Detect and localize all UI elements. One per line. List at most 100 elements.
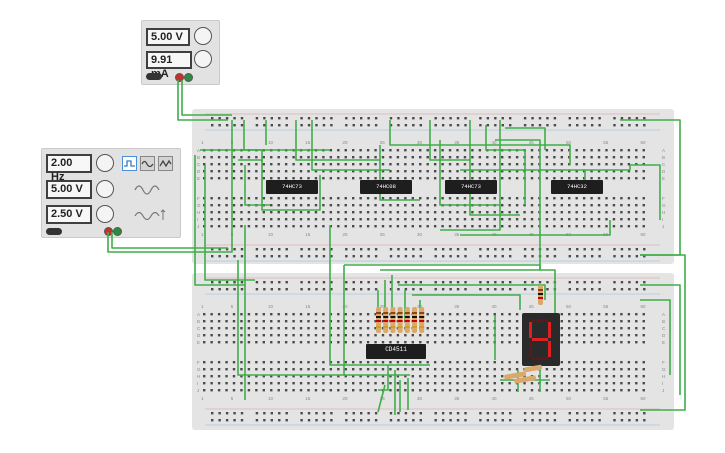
column-number: 20 (342, 140, 348, 145)
wire (389, 120, 571, 165)
row-letter: I (662, 217, 664, 222)
row-letter: B (197, 319, 201, 324)
frequency-readout[interactable]: 2.00 Hz (46, 154, 92, 183)
chip-label: 74HC73 (461, 183, 481, 190)
column-number: 40 (491, 396, 497, 401)
generator-power-switch[interactable] (46, 228, 62, 235)
row-letter: J (662, 224, 665, 229)
function-generator: 2.00 Hz 5.00 V 2.50 V (41, 148, 181, 238)
column-number: 20 (342, 232, 348, 237)
amplitude-readout[interactable]: 5.00 V (46, 180, 92, 199)
row-letter: F (662, 360, 665, 365)
voltage-knob[interactable] (194, 27, 212, 45)
current-readout[interactable]: 9.91 mA (146, 51, 192, 80)
wire (495, 139, 541, 270)
wire (200, 149, 263, 162)
chip-74hc73[interactable]: 74HC73 (445, 180, 497, 194)
column-number: 55 (603, 304, 609, 309)
row-letter: H (662, 210, 666, 215)
wire (469, 120, 520, 216)
wire (181, 80, 232, 116)
column-number: 50 (566, 140, 572, 145)
wire (485, 125, 526, 205)
wire (238, 159, 321, 211)
wire (107, 120, 233, 253)
row-letter: H (197, 210, 201, 215)
chip-label: CD4511 (385, 346, 407, 353)
wire (440, 120, 501, 231)
column-number: 15 (305, 232, 311, 237)
row-letter: D (197, 333, 201, 338)
sine-wave-icon (159, 159, 172, 168)
wire (111, 232, 228, 249)
column-number: 60 (640, 304, 646, 309)
current-knob[interactable] (194, 50, 212, 68)
wire (640, 299, 671, 375)
column-number: 50 (566, 396, 572, 401)
wire (460, 165, 631, 171)
square-wave-icon (124, 160, 135, 167)
wire (379, 145, 420, 201)
frequency-knob[interactable] (96, 154, 114, 172)
column-number: 35 (454, 396, 460, 401)
row-letter: C (662, 326, 666, 331)
chip-74hc32[interactable]: 74HC32 (551, 180, 603, 194)
triangle-wave-button[interactable] (140, 156, 155, 171)
column-number: 10 (268, 140, 274, 145)
sine-wave-button[interactable] (158, 156, 173, 171)
resistor-bank (376, 307, 425, 333)
chip-74hc73[interactable]: 74HC73 (266, 180, 318, 194)
wire (640, 254, 686, 411)
row-letter: F (662, 196, 665, 201)
column-number: 20 (342, 396, 348, 401)
column-number: 30 (417, 232, 423, 237)
wire (429, 120, 470, 161)
negative-terminal[interactable] (184, 73, 193, 82)
positive-terminal[interactable] (175, 73, 184, 82)
row-letter: F (197, 360, 200, 365)
power-switch[interactable] (146, 73, 162, 80)
chip-label: 74HC32 (567, 183, 587, 190)
wire (194, 155, 245, 286)
row-letter: D (197, 169, 201, 174)
column-number: 35 (454, 232, 460, 237)
column-number: 55 (603, 396, 609, 401)
square-wave-button[interactable] (122, 156, 137, 171)
wire (412, 294, 521, 310)
column-number: 30 (417, 396, 423, 401)
wire (460, 220, 611, 236)
column-number: 60 (640, 232, 646, 237)
seven-segment-display[interactable]: 4 (522, 313, 560, 366)
column-number: 25 (379, 232, 385, 237)
row-letter: D (662, 169, 666, 174)
wire (243, 120, 330, 151)
wire (630, 164, 661, 220)
row-letter: E (197, 340, 201, 345)
column-number: 15 (305, 304, 311, 309)
row-letter: F (197, 196, 200, 201)
generator-negative-terminal[interactable] (113, 227, 122, 236)
voltage-readout[interactable]: 5.00 V (146, 28, 190, 46)
column-number: 30 (417, 140, 423, 145)
chip-74hc08[interactable]: 74HC08 (360, 180, 412, 194)
row-letter: G (662, 367, 666, 372)
column-number: 20 (342, 304, 348, 309)
column-number: 10 (268, 232, 274, 237)
breadboard-bottom[interactable] (192, 273, 674, 430)
triangle-wave-icon (141, 160, 154, 168)
column-number: 15 (305, 396, 311, 401)
row-letter: B (197, 155, 201, 160)
row-letter: I (197, 217, 199, 222)
column-number: 35 (454, 140, 460, 145)
wire (237, 260, 345, 376)
amplitude-wave-icon (134, 185, 160, 195)
amplitude-knob[interactable] (96, 180, 114, 198)
dc-offset-readout[interactable]: 2.50 V (46, 205, 92, 224)
dc-offset-knob[interactable] (96, 205, 114, 223)
chip-cd4511[interactable]: CD4511 (366, 344, 426, 359)
offset-wave-icon (134, 209, 166, 221)
row-letter: J (197, 388, 200, 393)
column-number: 1 (201, 396, 204, 401)
column-number: 1 (201, 232, 204, 237)
